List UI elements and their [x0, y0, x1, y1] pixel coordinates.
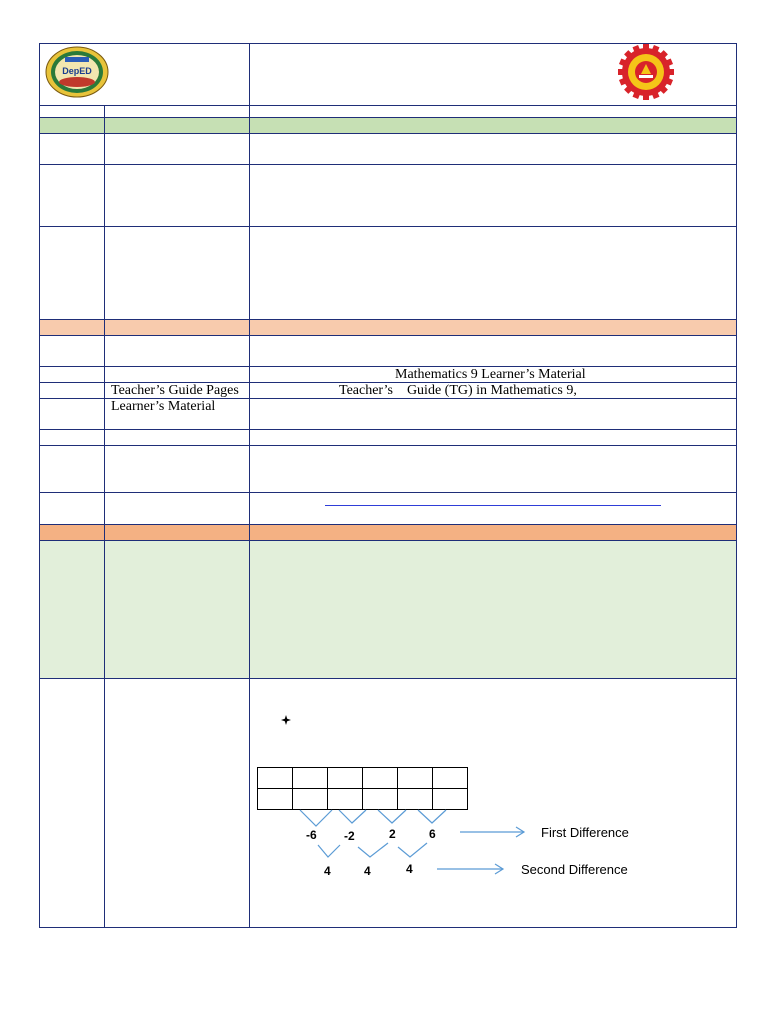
second-difference-connector: [317, 844, 341, 858]
table-row: [257, 788, 468, 810]
table-rule: [39, 398, 736, 399]
first-difference-connector: [338, 809, 367, 824]
table-rule: [39, 164, 736, 165]
second-difference-connector: [397, 842, 428, 858]
sequence-table: [257, 767, 468, 810]
table-rule: [39, 429, 736, 430]
table-rule: [39, 366, 736, 367]
section-band-content: [40, 320, 736, 335]
table-border-left: [39, 43, 40, 928]
review-row-fill: [40, 541, 736, 678]
first-difference-value: 2: [389, 827, 396, 841]
first-difference-connector: [377, 809, 407, 824]
table-border-top: [39, 43, 736, 44]
table-column-divider: [249, 43, 250, 928]
table-rule: [39, 133, 736, 134]
first-difference-value: -6: [306, 828, 317, 842]
table-rule: [39, 226, 736, 227]
table-rule: [39, 319, 736, 320]
table-rule: [39, 492, 736, 493]
first-difference-value: 6: [429, 827, 436, 841]
first-difference-connector: [299, 809, 333, 827]
table-border-right: [736, 43, 737, 928]
second-difference-label: Second Difference: [521, 862, 628, 877]
deped-seal-icon: DepED: [45, 46, 109, 98]
learners-material-label: Learner’s Material: [111, 399, 216, 414]
teachers-guide-value: Teacher’s Guide (TG) in Mathematics 9,: [339, 383, 577, 398]
table-cell: [432, 788, 468, 810]
section-band-procedures: [40, 525, 736, 540]
svg-text:DepED: DepED: [62, 66, 92, 76]
table-rule: [39, 524, 736, 525]
first-difference-value: -2: [344, 829, 355, 843]
school-gear-seal-icon: [613, 44, 679, 100]
second-difference-value: 4: [364, 864, 371, 878]
teachers-guide-pages-label: Teacher’s Guide Pages: [111, 383, 239, 398]
first-difference-label: First Difference: [541, 825, 629, 840]
resource-link[interactable]: [325, 505, 661, 506]
table-rule: [39, 105, 736, 106]
second-difference-value: 4: [406, 862, 413, 876]
table-rule: [39, 117, 736, 118]
table-rule: [39, 540, 736, 541]
table-rule: [39, 678, 736, 679]
learners-material-title: Mathematics 9 Learner’s Material: [395, 367, 586, 382]
first-difference-connector: [417, 809, 447, 824]
table-rule: [39, 382, 736, 383]
section-band-objectives: [40, 117, 736, 133]
second-difference-connector: [357, 842, 389, 858]
table-rule: [39, 335, 736, 336]
table-rule: [39, 445, 736, 446]
table-border-bottom: [39, 927, 736, 928]
table-column-divider: [104, 105, 105, 928]
diamond-bullet-icon: [281, 712, 291, 730]
second-difference-value: 4: [324, 864, 331, 878]
table-row: [257, 767, 468, 789]
